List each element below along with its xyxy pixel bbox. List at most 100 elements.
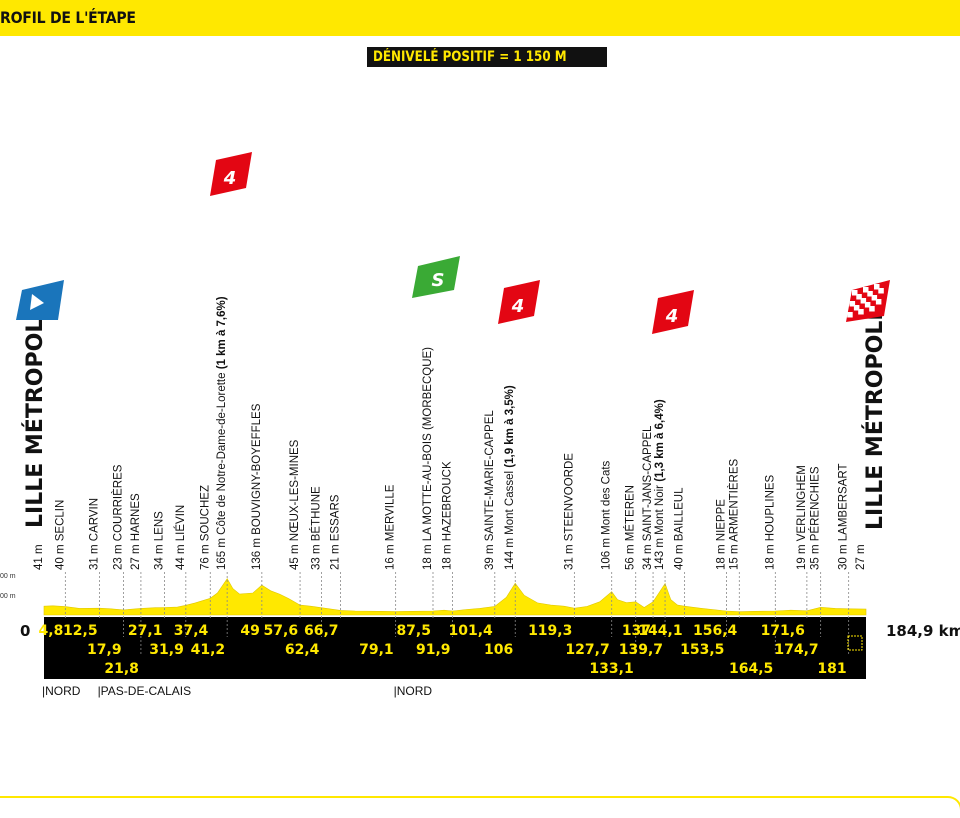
km-marker-label: 144,1	[638, 623, 682, 639]
km-marker-label: 164,5	[729, 661, 773, 677]
km-zero-label: 0	[20, 622, 30, 640]
checker-square	[871, 295, 878, 301]
climb-category-flag	[652, 290, 694, 334]
place-label: 30 m LAMBERSART	[838, 463, 850, 570]
km-marker-label: 41,2	[191, 642, 226, 658]
km-marker-label: 156,4	[693, 623, 738, 639]
km-marker-label: 37,4	[174, 623, 209, 639]
km-marker-label: 174,7	[774, 642, 818, 658]
header-band	[0, 0, 960, 36]
climb-detail: (1,9 km à 3,5%)	[504, 385, 516, 471]
place-label: 18 m NIEPPE	[715, 499, 727, 570]
km-marker-label: 119,3	[528, 623, 572, 639]
km-marker-label: 91,9	[416, 642, 451, 658]
place-label: 27 m	[855, 544, 867, 570]
km-marker-label: 79,1	[359, 642, 394, 658]
place-name: 18 m HOUPLINES	[764, 474, 776, 570]
place-label: 40 m SECLIN	[54, 500, 66, 570]
km-marker-label: 17,9	[87, 642, 122, 658]
km-marker-label: 153,5	[680, 642, 724, 658]
elevation-profile-area	[43, 578, 867, 616]
climb-category-flag	[498, 280, 540, 324]
checker-square	[863, 287, 869, 293]
place-label: 143 m Mont Noir (1,3 km à 6,4%)	[654, 399, 666, 570]
place-name: 165 m Côte de Notre-Dame-de-Lorette	[216, 372, 228, 570]
place-label: 106 m Mont des Cats	[601, 460, 613, 570]
place-name: 44 m LIÉVIN	[174, 505, 187, 570]
finish-km-box	[847, 635, 863, 651]
checker-square	[875, 299, 882, 305]
km-marker-label: 171,6	[761, 623, 805, 639]
place-label: 34 m LENS	[153, 511, 165, 570]
place-label: 31 m CARVIN	[89, 498, 101, 570]
climb-category-flag	[210, 152, 252, 196]
place-name: 16 m MERVILLE	[385, 484, 397, 570]
climb-category-number: 4	[665, 306, 679, 327]
checker-square	[856, 294, 862, 300]
checker-square	[874, 284, 880, 290]
km-marker-label: 49	[240, 623, 259, 639]
place-name: 106 m Mont des Cats	[601, 460, 613, 570]
place-label: 56 m MÉTEREN	[624, 485, 637, 570]
place-name: 76 m SOUCHEZ	[199, 485, 211, 570]
climb-category-number: 4	[223, 168, 237, 189]
place-name: 19 m VERLINGHEM	[796, 465, 808, 570]
place-name: 31 m STEENVOORDE	[563, 453, 575, 570]
km-band	[44, 617, 866, 679]
place-label: 76 m SOUCHEZ	[199, 485, 211, 570]
place-label: 35 m PÉRENCHIES	[809, 466, 822, 570]
climb-category-number: 4	[511, 296, 525, 317]
place-label: 144 m Mont Cassel (1,9 km à 3,5%)	[504, 385, 516, 570]
climb-detail: (1 km à 7,6%)	[216, 296, 228, 372]
place-name: 40 m BAILLEUL	[674, 487, 686, 570]
place-name: 144 m Mont Cassel	[504, 471, 516, 570]
sprint-flag-icon	[412, 256, 460, 298]
place-label: 18 m LA MOTTE-AU-BOIS (MORBECQUE)	[422, 347, 434, 570]
place-label: 21 m ESSARS	[330, 494, 342, 570]
km-marker-label: 137	[622, 623, 651, 639]
km-marker-label: 127,7	[565, 642, 609, 658]
km-marker-label: 12,5	[63, 623, 98, 639]
km-marker-label: 101,4	[448, 623, 493, 639]
place-label: 16 m MERVILLE	[385, 484, 397, 570]
start-play-icon	[30, 294, 44, 310]
checker-pattern	[847, 284, 884, 318]
page-title: ROFIL DE L'ÉTAPE	[0, 8, 136, 27]
km-marker-label: 181	[817, 661, 846, 677]
km-marker-label: 57,6	[264, 623, 299, 639]
place-name: 143 m Mont Noir	[654, 485, 666, 570]
region-label: |NORD	[394, 684, 433, 698]
y-tick-label: 00 m	[0, 593, 16, 600]
checker-square	[847, 312, 853, 318]
checker-square	[867, 291, 873, 297]
place-label: 165 m Côte de Notre-Dame-de-Lorette (1 k…	[216, 296, 228, 570]
place-label: 39 m SAINTE-MARIE-CAPPEL	[484, 410, 496, 570]
start-altitude-label: 41 m	[33, 544, 45, 570]
place-name: 27 m HARNES	[130, 493, 142, 570]
start-town-label: LILLE MÉTROPOLE	[22, 304, 48, 528]
place-label: 33 m BÉTHUNE	[309, 486, 322, 570]
region-label: |PAS-DE-CALAIS	[98, 684, 192, 698]
finish-town-label: LILLE MÉTROPOLE	[862, 306, 888, 530]
place-name: 136 m BOUVIGNY-BOYEFFLES	[251, 403, 263, 570]
km-marker-label: 4,8	[39, 623, 64, 639]
place-name: 18 m HAZEBROUCK	[442, 461, 454, 570]
checker-square	[869, 306, 875, 312]
checker-square	[860, 298, 867, 304]
place-name: 56 m MÉTEREN	[624, 485, 637, 570]
place-name: 30 m LAMBERSART	[838, 463, 850, 570]
place-name: 45 m NŒUX-LES-MINES	[289, 439, 301, 570]
place-name: 15 m ARMENTIÈRES	[727, 458, 740, 570]
place-label: 18 m HOUPLINES	[764, 474, 776, 570]
km-marker-label: 133,1	[589, 661, 633, 677]
km-marker-label: 31,9	[149, 642, 184, 658]
km-marker-label: 27,1	[128, 623, 163, 639]
place-label: 45 m NŒUX-LES-MINES	[289, 439, 301, 570]
km-marker-label: 62,4	[285, 642, 320, 658]
place-label: 34 m SAINT-JANS-CAPPEL	[642, 425, 654, 570]
place-name: 33 m BÉTHUNE	[309, 486, 322, 570]
place-name: 34 m LENS	[153, 511, 165, 570]
region-label: |NORD	[42, 684, 81, 698]
km-marker-label: 66,7	[304, 623, 339, 639]
